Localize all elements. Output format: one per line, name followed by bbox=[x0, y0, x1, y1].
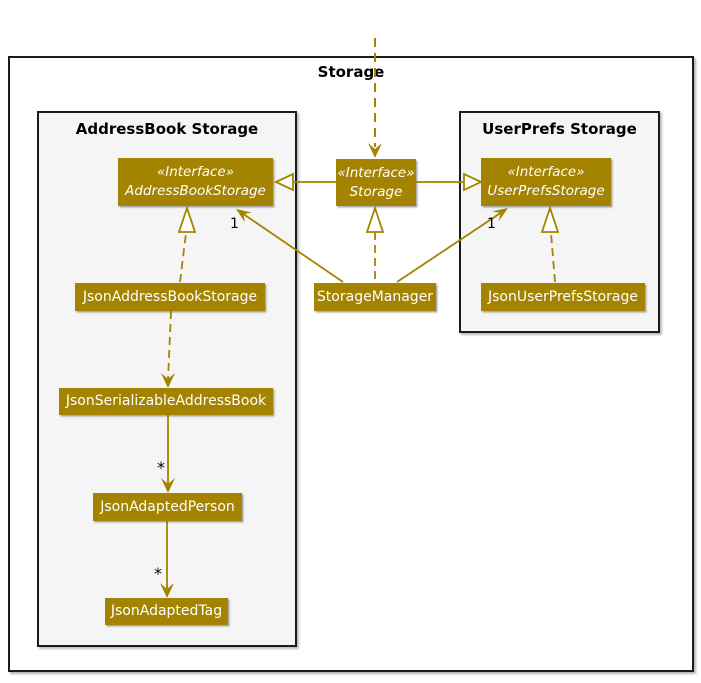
class-userprefsstorage-interface: «Interface» UserPrefsStorage bbox=[481, 158, 611, 206]
class-addressbookstorage-interface: «Interface» AddressBookStorage bbox=[118, 158, 273, 206]
arrowhead-upleft-icon bbox=[236, 209, 252, 223]
arrowhead-down-icon bbox=[368, 143, 382, 158]
arrowhead-down-icon bbox=[160, 583, 174, 598]
hollow-triangle-right-icon bbox=[463, 172, 484, 192]
stereotype-label: «Interface» bbox=[337, 164, 415, 181]
class-storage-interface: «Interface» Storage bbox=[336, 159, 416, 206]
class-name: StorageManager bbox=[316, 288, 434, 305]
hollow-triangle-left-icon bbox=[273, 172, 294, 192]
edge-serializable-to-person bbox=[161, 415, 175, 493]
edge-jsonuserprefsstorage-implements bbox=[540, 205, 560, 283]
hollow-triangle-up-icon bbox=[365, 205, 385, 233]
edge-storagemanager-implements-storage bbox=[365, 205, 385, 282]
edge-storagemanager-to-addressbookstorage bbox=[236, 209, 344, 283]
class-name: JsonSerializableAddressBook bbox=[65, 393, 267, 409]
class-name: UserPrefsStorage bbox=[487, 183, 605, 199]
class-jsonadaptedperson: JsonAdaptedPerson bbox=[93, 493, 242, 521]
frame-title: Storage bbox=[317, 63, 385, 81]
class-name: JsonAddressBookStorage bbox=[82, 288, 258, 305]
edge-person-to-tag bbox=[160, 521, 174, 598]
hollow-triangle-up-icon bbox=[177, 205, 197, 233]
class-jsonserializableaddressbook: JsonSerializableAddressBook bbox=[59, 388, 273, 415]
edge-jsonabs-to-serializable bbox=[161, 310, 175, 388]
multiplicity-label: * bbox=[157, 458, 165, 477]
stereotype-label: «Interface» bbox=[156, 164, 235, 180]
edge-storage-extends-addressbookstorage bbox=[273, 172, 336, 192]
class-jsonadaptedtag: JsonAdaptedTag bbox=[105, 598, 228, 625]
package-addressbook-storage-title: AddressBook Storage bbox=[75, 120, 259, 138]
multiplicity-label: * bbox=[154, 564, 162, 583]
class-name: AddressBookStorage bbox=[125, 183, 266, 199]
multiplicity-label: 1 bbox=[230, 216, 239, 232]
package-userprefs-storage-title: UserPrefs Storage bbox=[482, 120, 637, 138]
arrowhead-down-icon bbox=[161, 478, 175, 493]
edge-storage-extends-userprefsstorage bbox=[415, 172, 484, 192]
edge-jsonaddressbookstorage-implements bbox=[177, 205, 197, 283]
arrowhead-upright-icon bbox=[492, 208, 508, 222]
class-jsonaddressbookstorage: JsonAddressBookStorage bbox=[75, 283, 265, 311]
class-name: JsonUserPrefsStorage bbox=[487, 288, 639, 305]
class-name: JsonAdaptedTag bbox=[110, 603, 223, 619]
class-name: JsonAdaptedPerson bbox=[100, 498, 235, 515]
stereotype-label: «Interface» bbox=[507, 164, 585, 180]
edge-storagemanager-to-userprefsstorage bbox=[396, 208, 508, 283]
arrowhead-down-icon bbox=[161, 373, 175, 388]
multiplicity-label: 1 bbox=[487, 216, 496, 232]
hollow-triangle-up-icon bbox=[540, 205, 560, 233]
edge-external-to-storage bbox=[368, 38, 382, 158]
class-jsonuserprefsstorage: JsonUserPrefsStorage bbox=[481, 283, 645, 311]
class-storagemanager: StorageManager bbox=[314, 283, 436, 311]
class-name: Storage bbox=[349, 183, 403, 200]
